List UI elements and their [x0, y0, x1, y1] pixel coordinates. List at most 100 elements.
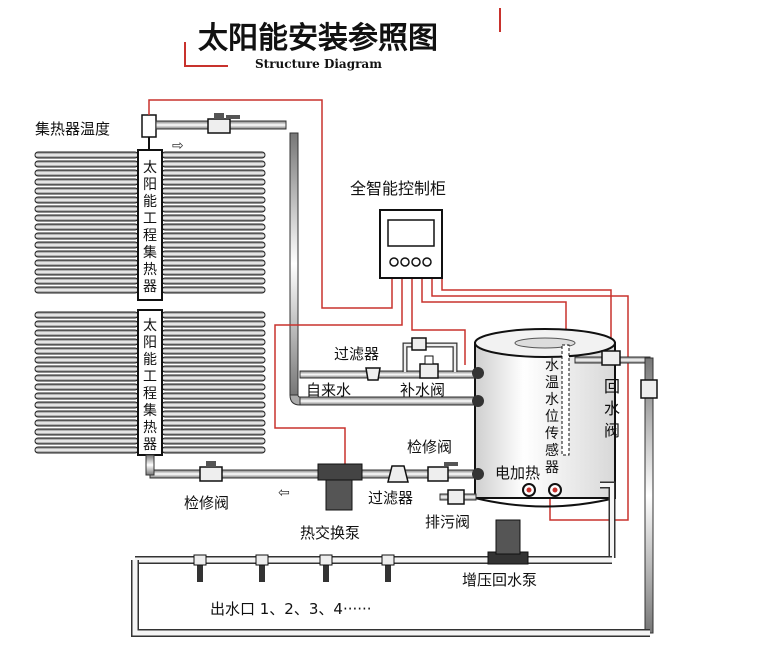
flow-arrow-right-icon: ⇨ — [172, 138, 184, 154]
outlet-tee[interactable] — [193, 554, 207, 566]
collector-tube — [34, 250, 139, 258]
collector-tube — [34, 241, 139, 249]
control-wiring — [148, 99, 629, 521]
collector-tube — [161, 428, 266, 436]
collector-tube — [34, 151, 139, 159]
collector-tube — [34, 196, 139, 204]
collector-tube — [161, 374, 266, 382]
collector-tube — [34, 410, 139, 418]
collector-tube — [161, 259, 266, 267]
collector-tube — [34, 437, 139, 445]
page-title: 太阳能安装参照图 — [198, 21, 438, 56]
outlet-tee[interactable] — [255, 554, 269, 566]
label-outlets: 出水口 1、2、3、4······ — [210, 600, 372, 618]
controller-cabinet[interactable] — [379, 209, 443, 279]
controller-button-1[interactable] — [389, 257, 399, 267]
pipe-down — [289, 132, 299, 396]
label-collector-temp: 集热器温度 — [35, 120, 110, 138]
return-valve[interactable] — [601, 350, 621, 366]
collector-tube — [34, 223, 139, 231]
collector-tube — [161, 410, 266, 418]
collector-tube — [34, 187, 139, 195]
flow-arrow-left-icon: ⇦ — [278, 485, 290, 501]
return-check-valve[interactable] — [640, 379, 658, 399]
collector-tube — [161, 437, 266, 445]
collector-tube — [34, 160, 139, 168]
controller-display — [387, 219, 435, 247]
collector-tube — [161, 169, 266, 177]
collector-tube — [161, 311, 266, 319]
collector-tube — [161, 160, 266, 168]
tank-inlet-2 — [472, 395, 484, 407]
collector-tube — [34, 259, 139, 267]
collector-tube — [34, 286, 139, 294]
collector-tube — [34, 401, 139, 409]
label-filter-bottom: 过滤器 — [368, 489, 413, 507]
pipe-tap-water — [299, 370, 476, 379]
label-tap-water: 自来水 — [306, 381, 351, 399]
drain-valve[interactable] — [447, 489, 465, 505]
water-outlets — [193, 554, 395, 582]
collector-tube — [161, 187, 266, 195]
collector-tube — [34, 320, 139, 328]
label-electric-heat: 电加热 — [495, 464, 540, 482]
collector-panel-upper — [34, 151, 266, 294]
pipe-distribution-loop — [131, 560, 650, 637]
collector-tube — [161, 365, 266, 373]
collector-tube — [34, 374, 139, 382]
collector-tube — [161, 232, 266, 240]
label-drain-valve: 排污阀 — [425, 513, 470, 531]
booster-pump[interactable] — [487, 519, 529, 565]
collector-tube — [161, 277, 266, 285]
pipe-collector-bottom-stub — [145, 454, 155, 476]
collector-tube — [161, 329, 266, 337]
collector-tube — [34, 268, 139, 276]
collector-tube — [161, 338, 266, 346]
maint-valve-left[interactable] — [199, 461, 223, 482]
collector-tube — [34, 446, 139, 454]
collector-tube — [34, 347, 139, 355]
pipe-return-down — [644, 357, 654, 634]
label-makeup-valve: 补水阀 — [400, 381, 445, 399]
filter-top[interactable] — [365, 367, 381, 381]
collector-tube — [161, 268, 266, 276]
filter-bottom[interactable] — [387, 465, 409, 483]
label-maint-valve-left: 检修阀 — [184, 494, 229, 512]
controller-button-2[interactable] — [400, 257, 410, 267]
outlet-tee[interactable] — [381, 554, 395, 566]
collector-tube — [161, 223, 266, 231]
valve-bypass[interactable] — [411, 337, 427, 351]
collector-tube — [161, 347, 266, 355]
collector-tube — [34, 169, 139, 177]
collector-tube — [161, 383, 266, 391]
collector-tube — [161, 356, 266, 364]
collector-tube — [34, 214, 139, 222]
collector-tube — [34, 428, 139, 436]
collector-tube — [161, 196, 266, 204]
collector-tube — [161, 250, 266, 258]
outlet-tee[interactable] — [319, 554, 333, 566]
collector-tube — [34, 419, 139, 427]
valve-top[interactable] — [207, 113, 240, 134]
collector-label-lower: 太阳能工程集热器 — [143, 318, 157, 453]
controller-button-4[interactable] — [422, 257, 432, 267]
collector-label-upper: 太阳能工程集热器 — [143, 160, 157, 295]
label-filter-top: 过滤器 — [334, 345, 379, 363]
collector-tube — [161, 241, 266, 249]
controller-button-3[interactable] — [411, 257, 421, 267]
collector-tube — [34, 311, 139, 319]
heat-exchange-pump[interactable] — [317, 463, 363, 511]
maint-valve-right[interactable] — [427, 462, 458, 482]
collector-tube — [34, 205, 139, 213]
title-bracket-left — [184, 42, 228, 67]
label-controller: 全智能控制柜 — [350, 179, 446, 198]
pipe-collector-bottom — [149, 469, 476, 479]
collector-tube — [161, 401, 266, 409]
collector-panel-lower — [34, 311, 266, 454]
makeup-valve[interactable] — [419, 355, 439, 379]
collector-tube — [161, 286, 266, 294]
collector-tube — [34, 383, 139, 391]
label-sensor: 水温水位传感器 — [545, 358, 559, 476]
tank-inlet-1 — [472, 367, 484, 379]
